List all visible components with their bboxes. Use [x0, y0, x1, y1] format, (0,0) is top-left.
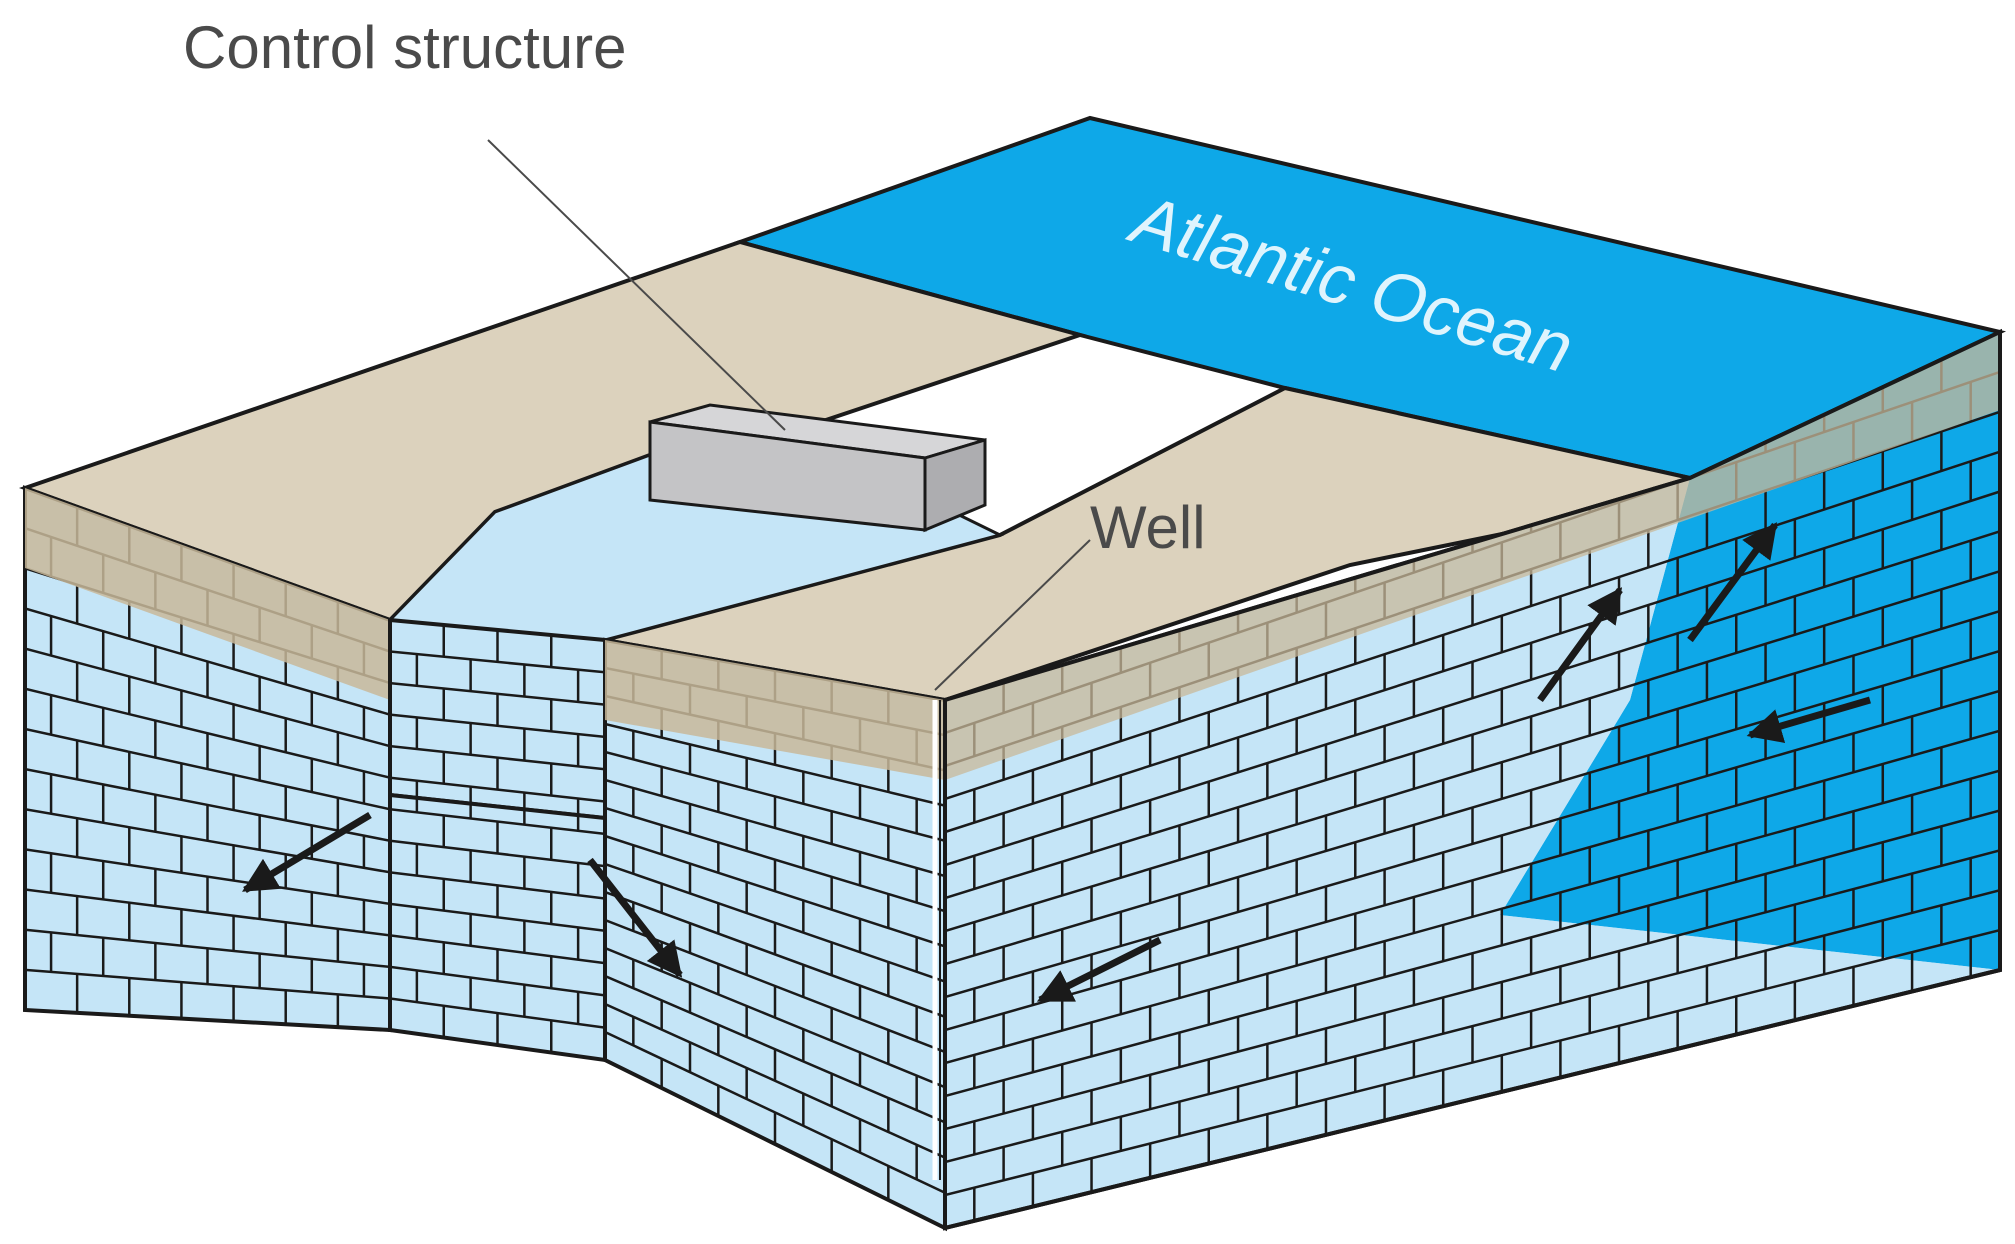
- control-structure-leader: [487, 139, 786, 431]
- arrow-side-up-1: [1537, 587, 1623, 703]
- arrow-side-left: [1036, 936, 1162, 1004]
- side-face: [943, 328, 2002, 1231]
- arrow-side-right: [1746, 696, 1871, 743]
- arrow-front-left: [241, 811, 372, 894]
- flow-arrows: [241, 522, 1871, 1004]
- front-right-face: [603, 637, 947, 1232]
- arrow-side-up-2: [1687, 522, 1778, 643]
- well-label: Well: [1090, 494, 1206, 561]
- control-structure-label: Control structure: [183, 14, 627, 81]
- front-left-face: [23, 485, 392, 1033]
- well-leader: [934, 539, 1091, 691]
- control-structure: [648, 403, 987, 533]
- canal-front-face: [388, 617, 607, 1063]
- arrow-front-center: [587, 857, 683, 978]
